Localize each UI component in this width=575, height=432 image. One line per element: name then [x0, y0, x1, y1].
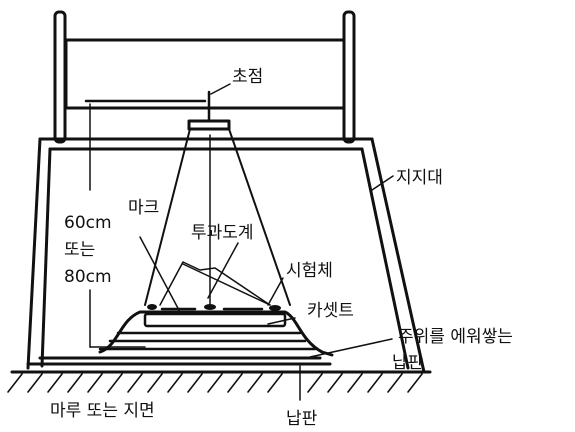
- penetrameter-label: 투과도계: [191, 223, 254, 243]
- surround-lead-label-line1: 주위를 에워쌓는: [398, 327, 513, 347]
- floor-label: 마루 또는 지면: [50, 401, 155, 421]
- surround-lead-label-line2: 납판: [392, 353, 424, 373]
- support-leader: [371, 175, 394, 191]
- focus-label: 초점: [232, 67, 263, 87]
- beam-left-edge: [144, 128, 191, 306]
- specimen-leader: [267, 277, 284, 306]
- stand-right-inner-leg: [360, 147, 410, 370]
- specimen-stack: [98, 304, 334, 357]
- distance-or-label: 또는: [64, 240, 95, 260]
- surround-lead-leader: [309, 338, 393, 358]
- marker-label: 마크: [128, 198, 159, 218]
- distance-60-label: 60cm: [64, 213, 112, 233]
- penetrameter-leader: [207, 242, 239, 299]
- focus-assembly: [84, 83, 231, 131]
- lead-marker-right: [269, 305, 281, 311]
- xray-beam: [144, 128, 291, 306]
- marker-leader: [139, 236, 181, 313]
- floor: [7, 370, 432, 393]
- cassette-leader: [267, 317, 296, 325]
- focus-leader: [210, 83, 231, 95]
- stand-left-inner-leg: [40, 147, 52, 368]
- stand-left-outer-leg: [26, 137, 42, 370]
- specimen-label: 시험체: [286, 261, 333, 281]
- penetrameter-wire: [182, 263, 271, 306]
- specimen-plate: [143, 312, 287, 328]
- penetrameter-outline: [159, 261, 271, 306]
- cassette-label: 카셋트: [307, 301, 354, 321]
- xray-tube-housing: [64, 38, 346, 110]
- support-stand: [26, 137, 426, 374]
- support-label: 지지대: [396, 168, 443, 188]
- lead-marker-left: [147, 304, 157, 310]
- lead-marker-center: [204, 304, 216, 310]
- bottom-lead-label: 납판: [286, 409, 318, 429]
- stand-right-outer-leg: [370, 137, 426, 374]
- floor-hatching: [7, 373, 423, 393]
- upper-frame: [53, 10, 356, 144]
- distance-dimension: [89, 103, 146, 348]
- collimator: [187, 119, 231, 131]
- leader-lines: [139, 236, 393, 358]
- left-post: [53, 10, 67, 144]
- beam-right-edge: [228, 128, 291, 306]
- distance-80-label: 80cm: [64, 267, 112, 287]
